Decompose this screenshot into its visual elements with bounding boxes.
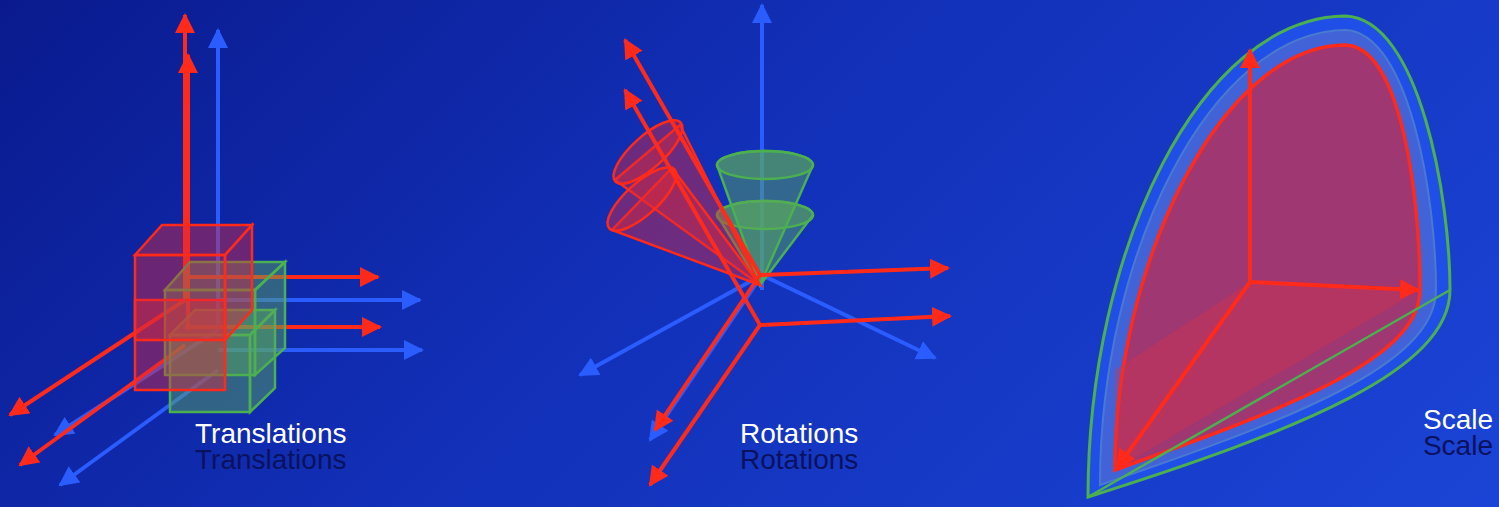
panel-label: Scale — [1423, 430, 1493, 462]
translation-figure — [10, 15, 422, 485]
panel-label: Translations — [195, 444, 346, 476]
rotation-figure — [580, 5, 950, 485]
panel-label: Rotations — [740, 444, 858, 476]
scale-figure — [1088, 16, 1450, 497]
